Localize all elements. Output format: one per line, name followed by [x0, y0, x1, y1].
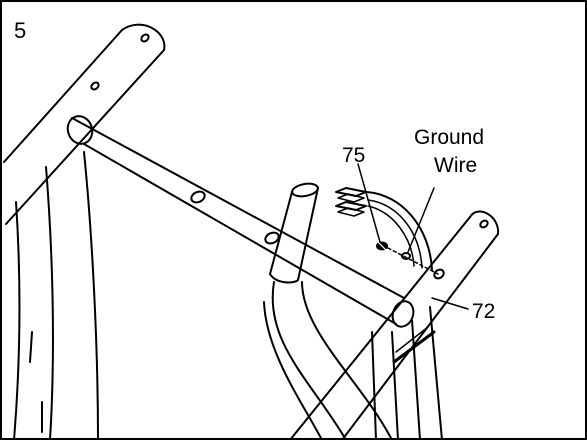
- callout-ground-label-line2: Wire: [434, 154, 477, 177]
- upright-72: [290, 212, 498, 440]
- callout-upright-72: 72: [472, 300, 495, 323]
- step-number: 5: [14, 18, 26, 43]
- callout-ground-label-line1: Ground: [414, 126, 484, 149]
- screw-75: [377, 242, 387, 250]
- callout-screw-75: 75: [342, 144, 365, 167]
- left-side-rails: [14, 152, 98, 440]
- center-post: [270, 182, 319, 283]
